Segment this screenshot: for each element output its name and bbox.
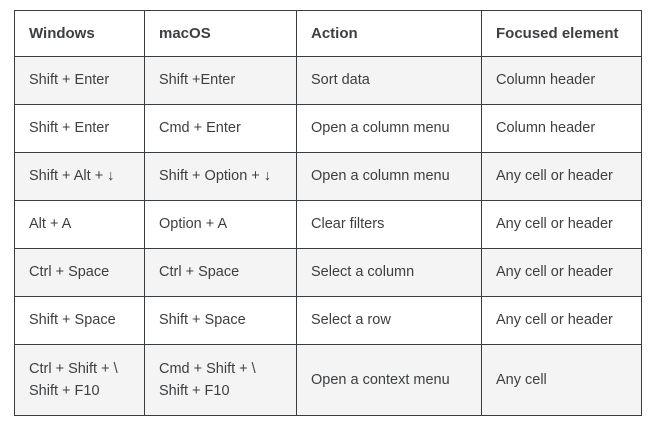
cell-action: Select a row	[296, 296, 482, 345]
cell-focused: Column header	[481, 104, 642, 153]
cell-text-line: Cmd + Shift + \	[159, 360, 256, 377]
cell-text-line: Select a column	[311, 264, 415, 281]
cell-macos: Option + A	[144, 200, 297, 249]
cell-text-line: Any cell or header	[496, 216, 613, 233]
cell-text-line: Shift + Space	[29, 312, 116, 329]
cell-text-line: Ctrl + Space	[159, 264, 240, 281]
cell-action: Sort data	[296, 56, 482, 105]
cell-text-line: Shift +Enter	[159, 72, 236, 89]
cell-windows: Shift + Enter	[14, 104, 145, 153]
cell-text-line: Shift + Alt + ↓	[29, 168, 115, 185]
cell-text-line: Alt + A	[29, 216, 72, 233]
cell-macos: Cmd + Shift + \ Shift + F10	[144, 344, 297, 416]
cell-windows: Ctrl + Shift + \ Shift + F10	[14, 344, 145, 416]
table-row[interactable]: Shift + Space Shift + Space Select a row An…	[14, 296, 642, 345]
cell-text-line: Clear filters	[311, 216, 385, 233]
cell-macos: Shift +Enter	[144, 56, 297, 105]
cell-text-line: Any cell or header	[496, 168, 613, 185]
cell-action: Open a column menu	[296, 152, 482, 201]
column-header-action[interactable]: Action	[296, 10, 482, 57]
cell-text-line: Ctrl + Space	[29, 264, 110, 281]
table-row[interactable]: Shift + Alt + ↓ Shift + Option + ↓ Open a …	[14, 152, 642, 201]
cell-text-line: Select a row	[311, 312, 391, 329]
cell-windows: Shift + Enter	[14, 56, 145, 105]
table-row[interactable]: Alt + A Option + A Clear filters Any cell o…	[14, 200, 642, 249]
cell-text-line: Shift + F10	[29, 383, 100, 399]
cell-focused: Any cell or header	[481, 296, 642, 345]
cell-windows: Ctrl + Space	[14, 248, 145, 297]
cell-macos: Shift + Option + ↓	[144, 152, 297, 201]
cell-text-line: Any cell or header	[496, 264, 613, 281]
cell-windows: Alt + A	[14, 200, 145, 249]
cell-text-line: Ctrl + Shift + \	[29, 360, 118, 377]
table-header: Windows macOS Action Focused element	[14, 10, 642, 57]
cell-text-line: Any cell	[496, 371, 547, 388]
cell-action: Clear filters	[296, 200, 482, 249]
cell-text-line: Shift + F10	[159, 383, 230, 399]
cell-text-line: Open a column menu	[311, 120, 450, 137]
cell-text-line: Column header	[496, 120, 596, 137]
column-header-macos[interactable]: macOS	[144, 10, 297, 57]
cell-text-line: Column header	[496, 72, 596, 89]
table-header-row: Windows macOS Action Focused element	[14, 10, 642, 57]
table-row[interactable]: Ctrl + Space Ctrl + Space Select a column A…	[14, 248, 642, 297]
cell-text-line: Shift + Enter	[29, 72, 110, 89]
cell-focused: Any cell or header	[481, 152, 642, 201]
cell-text-line: Shift + Option + ↓	[159, 168, 272, 185]
cell-text-line: Shift + Space	[159, 312, 246, 329]
cell-windows: Shift + Space	[14, 296, 145, 345]
table-row[interactable]: Shift + Enter Shift +Enter Sort data Column…	[14, 56, 642, 105]
cell-action: Open a column menu	[296, 104, 482, 153]
cell-action: Select a column	[296, 248, 482, 297]
cell-windows: Shift + Alt + ↓	[14, 152, 145, 201]
cell-action: Open a context menu	[296, 344, 482, 416]
cell-text-line: Any cell or header	[496, 312, 613, 329]
shortcuts-table-container: Windows macOS Action Focused element Shi…	[14, 10, 642, 416]
cell-focused: Any cell or header	[481, 248, 642, 297]
cell-text-line: Open a column menu	[311, 168, 450, 185]
column-header-windows[interactable]: Windows	[14, 10, 145, 57]
cell-macos: Ctrl + Space	[144, 248, 297, 297]
cell-focused: Any cell or header	[481, 200, 642, 249]
cell-text-line: Open a context menu	[311, 371, 450, 388]
cell-macos: Shift + Space	[144, 296, 297, 345]
cell-focused: Any cell	[481, 344, 642, 416]
cell-macos: Cmd + Enter	[144, 104, 297, 153]
cell-text-line: Option + A	[159, 216, 228, 233]
column-header-focused-element[interactable]: Focused element	[481, 10, 642, 57]
cell-text-line: Shift + Enter	[29, 120, 110, 137]
table-row[interactable]: Shift + Enter Cmd + Enter Open a column me…	[14, 104, 642, 153]
cell-focused: Column header	[481, 56, 642, 105]
keyboard-shortcuts-table: Windows macOS Action Focused element Shi…	[14, 10, 642, 416]
cell-text-line: Cmd + Enter	[159, 120, 241, 137]
cell-text-line: Sort data	[311, 72, 370, 89]
